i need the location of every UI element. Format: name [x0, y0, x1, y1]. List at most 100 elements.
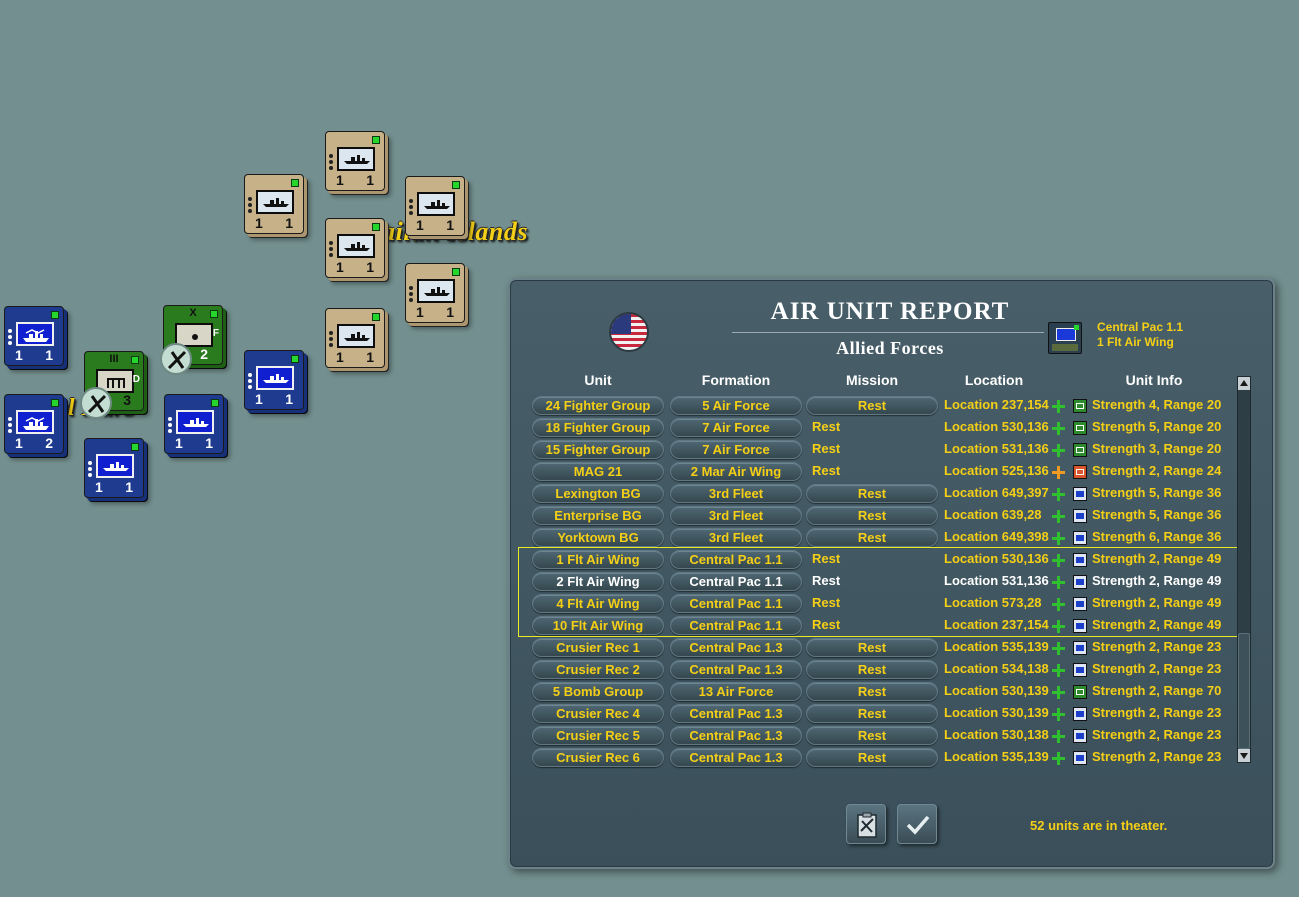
plus-icon[interactable]: [1052, 686, 1065, 699]
ground-counter-green[interactable]: X F 2: [163, 305, 223, 365]
plus-icon[interactable]: [1052, 620, 1065, 633]
plus-icon[interactable]: [1052, 400, 1065, 413]
mission-text[interactable]: Rest: [812, 551, 841, 566]
mission-button[interactable]: Rest: [806, 638, 938, 657]
unit-name-button[interactable]: Crusier Rec 2: [532, 660, 664, 679]
plus-icon[interactable]: [1052, 466, 1065, 479]
formation-button[interactable]: 7 Air Force: [670, 418, 802, 437]
scroll-up-arrow-icon[interactable]: [1238, 377, 1250, 390]
unit-list-scrollbar[interactable]: [1237, 376, 1251, 763]
mission-text[interactable]: Rest: [812, 595, 841, 610]
unit-name-button[interactable]: 24 Fighter Group: [532, 396, 664, 415]
formation-button[interactable]: Central Pac 1.3: [670, 704, 802, 723]
mission-button[interactable]: Rest: [806, 704, 938, 723]
mission-button[interactable]: Rest: [806, 484, 938, 503]
mission-button[interactable]: Rest: [806, 396, 938, 415]
formation-button[interactable]: 7 Air Force: [670, 440, 802, 459]
formation-button[interactable]: 3rd Fleet: [670, 506, 802, 525]
unit-name-button[interactable]: 1 Flt Air Wing: [532, 550, 664, 569]
plus-icon[interactable]: [1052, 752, 1065, 765]
unit-name-button[interactable]: Enterprise BG: [532, 506, 664, 525]
mission-text[interactable]: Rest: [812, 441, 841, 456]
mission-button[interactable]: Rest: [806, 506, 938, 525]
plus-icon[interactable]: [1052, 730, 1065, 743]
formation-button[interactable]: Central Pac 1.3: [670, 748, 802, 767]
formation-button[interactable]: 3rd Fleet: [670, 484, 802, 503]
unit-name-button[interactable]: 2 Flt Air Wing: [532, 572, 664, 591]
formation-button[interactable]: Central Pac 1.1: [670, 594, 802, 613]
plus-icon[interactable]: [1052, 554, 1065, 567]
mission-button[interactable]: Rest: [806, 660, 938, 679]
selected-unit-counter-icon[interactable]: [1048, 322, 1082, 354]
mission-button[interactable]: Rest: [806, 748, 938, 767]
formation-button[interactable]: Central Pac 1.1: [670, 616, 802, 635]
plus-icon[interactable]: [1052, 708, 1065, 721]
formation-button[interactable]: 2 Mar Air Wing: [670, 462, 802, 481]
plus-icon[interactable]: [1052, 664, 1065, 677]
mission-text[interactable]: Rest: [812, 419, 841, 434]
mission-button[interactable]: Rest: [806, 682, 938, 701]
unit-name-button[interactable]: 18 Fighter Group: [532, 418, 664, 437]
unit-name-button[interactable]: 5 Bomb Group: [532, 682, 664, 701]
ok-button[interactable]: [897, 804, 937, 844]
unit-name-button[interactable]: 15 Fighter Group: [532, 440, 664, 459]
plus-icon[interactable]: [1052, 422, 1065, 435]
unit-name-button[interactable]: 4 Flt Air Wing: [532, 594, 664, 613]
unit-name-button[interactable]: MAG 21: [532, 462, 664, 481]
formation-button[interactable]: Central Pac 1.3: [670, 726, 802, 745]
formation-button[interactable]: Central Pac 1.3: [670, 660, 802, 679]
formation-button[interactable]: 3rd Fleet: [670, 528, 802, 547]
plus-icon[interactable]: [1052, 532, 1065, 545]
clipboard-button[interactable]: [846, 804, 886, 844]
plus-icon[interactable]: [1052, 576, 1065, 589]
formation-button[interactable]: Central Pac 1.1: [670, 572, 802, 591]
plus-icon[interactable]: [1052, 642, 1065, 655]
unit-name-button[interactable]: Yorktown BG: [532, 528, 664, 547]
scroll-down-arrow-icon[interactable]: [1238, 749, 1250, 762]
mission-text[interactable]: Rest: [812, 573, 841, 588]
unit-name-button[interactable]: Crusier Rec 5: [532, 726, 664, 745]
mission-text[interactable]: Rest: [812, 617, 841, 632]
formation-button[interactable]: 5 Air Force: [670, 396, 802, 415]
unit-name-button[interactable]: 10 Flt Air Wing: [532, 616, 664, 635]
unit-name-button[interactable]: Crusier Rec 1: [532, 638, 664, 657]
plus-icon[interactable]: [1052, 510, 1065, 523]
plus-icon[interactable]: [1052, 598, 1065, 611]
mission-text[interactable]: Rest: [812, 463, 841, 478]
unit-name-button[interactable]: Crusier Rec 4: [532, 704, 664, 723]
scroll-thumb[interactable]: [1238, 633, 1250, 749]
plus-icon[interactable]: [1052, 488, 1065, 501]
unit-name-button[interactable]: Crusier Rec 6: [532, 748, 664, 767]
formation-button[interactable]: Central Pac 1.3: [670, 638, 802, 657]
formation-button[interactable]: Central Pac 1.1: [670, 550, 802, 569]
mission-button[interactable]: Rest: [806, 528, 938, 547]
plus-icon[interactable]: [1052, 444, 1065, 457]
formation-button[interactable]: 13 Air Force: [670, 682, 802, 701]
